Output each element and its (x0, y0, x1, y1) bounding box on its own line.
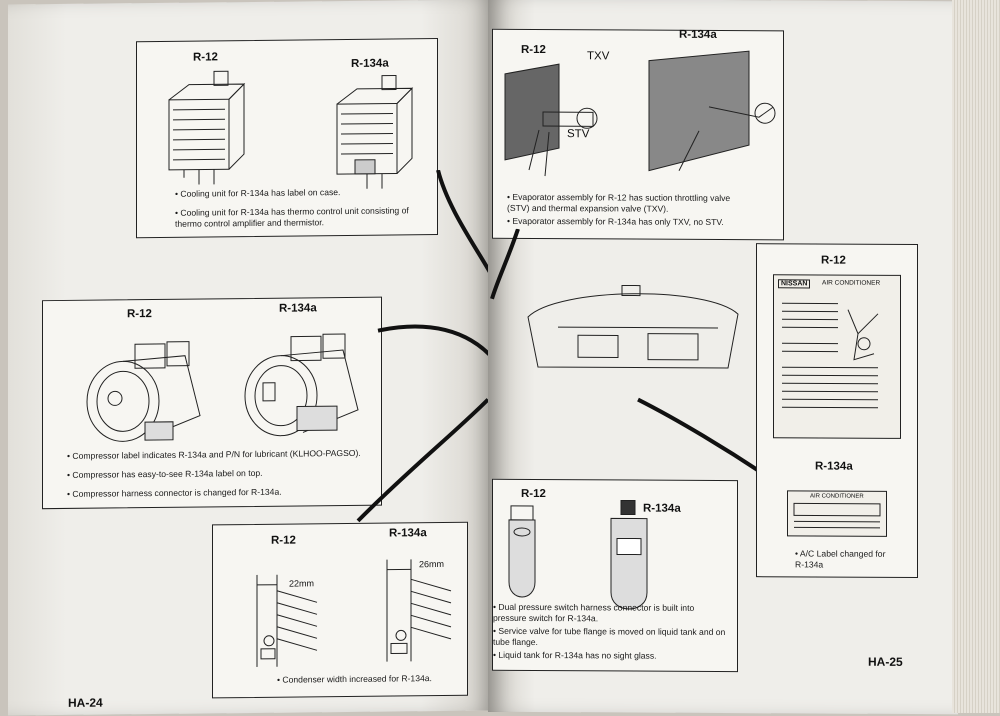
evaporator-r12-label: R-12 (521, 44, 546, 56)
ac-label-panel: R-12 NISSAN AIR CONDITIONER R-134a AIR C… (756, 243, 918, 578)
book-page-edges (952, 0, 1000, 713)
compressor-panel: R-12 R-134a Compressor label indicates R… (42, 297, 382, 510)
r134a-label-sticker: AIR CONDITIONER (787, 490, 887, 537)
liquid-tank-r12-drawing (501, 502, 551, 612)
r134a-sticker-diagram (790, 501, 884, 533)
ac-label-caption: A/C Label changed for R-134a (795, 548, 895, 570)
compressor-r134a-label: R-134a (279, 302, 317, 314)
liquid-tank-bullet-2: Service valve for tube flange is moved o… (493, 626, 729, 649)
evaporator-panel: R-12 R-134a TXV STV Evaporator assembly … (492, 29, 784, 241)
left-page: R-12 R-134a Cooling unit for R-134a has … (8, 0, 494, 716)
compressor-r12-label: R-12 (127, 308, 152, 320)
liquid-tank-bullet-3: Liquid tank for R-134a has no sight glas… (493, 650, 729, 662)
liquid-tank-r134a-drawing (601, 498, 661, 618)
r12-label-sticker: NISSAN AIR CONDITIONER (773, 274, 901, 439)
air-conditioner-text-r12: AIR CONDITIONER (822, 280, 880, 287)
liquid-tank-r12-label: R-12 (521, 488, 546, 500)
right-page-number: HA-25 (868, 655, 903, 669)
compressor-bullet-3: Compressor harness connector is changed … (67, 486, 377, 500)
evaporator-r134a-drawing (639, 47, 779, 183)
condenser-r12-label: R-12 (271, 535, 296, 547)
cooling-unit-r134a-label: R-134a (351, 58, 389, 70)
left-page-number: HA-24 (68, 696, 103, 710)
ac-label-r12-label: R-12 (821, 255, 846, 267)
evaporator-r134a-label: R-134a (679, 29, 717, 41)
air-conditioner-text-r134a: AIR CONDITIONER (810, 493, 864, 499)
compressor-bullet-2: Compressor has easy-to-see R-134a label … (67, 467, 377, 481)
liquid-tank-panel: R-12 R-134a Dual pressure switch harness… (492, 479, 738, 672)
right-page: R-12 R-134a TXV STV Evaporator assembly … (488, 0, 958, 714)
left-leader-lines (348, 169, 494, 571)
compressor-bullet-1: Compressor label indicates R-134a and P/… (67, 448, 377, 462)
liquid-tank-bullet-1: Dual pressure switch harness connector i… (493, 602, 729, 625)
evaporator-bullet-2: Evaporator assembly for R-134a has only … (507, 216, 747, 228)
condenser-r134a-drawing (379, 555, 459, 666)
condenser-bullet: Condenser width increased for R-134a. (277, 673, 467, 686)
r12-sticker-diagram (778, 293, 896, 434)
compressor-r12-drawing (75, 325, 215, 451)
nissan-text: NISSAN (778, 279, 810, 288)
evaporator-bullet-1: Evaporator assembly for R-12 has suction… (507, 192, 747, 215)
evaporator-r12-drawing (499, 60, 609, 181)
cooling-unit-r12-label: R-12 (193, 51, 218, 63)
cooling-unit-r12-drawing (159, 69, 269, 190)
right-leader-lines (488, 229, 778, 491)
ac-label-r134a-label: R-134a (815, 460, 853, 472)
condenser-r12-drawing (247, 570, 327, 671)
